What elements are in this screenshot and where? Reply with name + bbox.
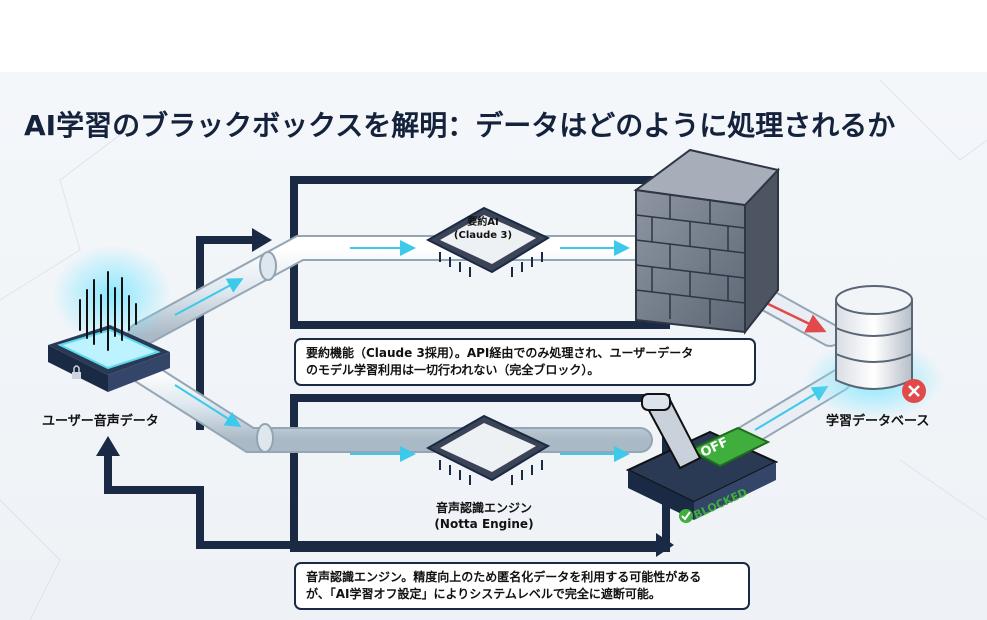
block-x-icon: [902, 379, 926, 403]
database-icon: [804, 285, 944, 420]
top-route-arrow-head: [252, 228, 272, 252]
page-title: AI学習のブラックボックスを解明：データはどのように処理されるか: [24, 109, 896, 142]
bottom-caption-line1: 音声認識エンジン。精度向上のため匿名化データを利用する可能性がある: [306, 570, 702, 584]
firewall-wall: [633, 148, 780, 335]
blocked-flow-arrow: [759, 298, 827, 333]
speech-engine-model: (Notta Engine): [434, 517, 534, 531]
top-caption-line1: 要約機能（Claude 3採用）。API経由でのみ処理され、ユーザーデータ: [306, 346, 694, 360]
user-audio-label: ユーザー音声データ: [42, 414, 159, 429]
bottom-caption: 音声認識エンジン。精度向上のため匿名化データを利用する可能性がある が、「AI学…: [294, 562, 750, 610]
top-caption: 要約機能（Claude 3採用）。API経由でのみ処理され、ユーザーデータ のモ…: [294, 338, 756, 386]
top-route-frame: [196, 236, 258, 430]
database-label: 学習データベース: [826, 414, 930, 429]
background-lines: [0, 79, 987, 620]
speech-engine-name: 音声認識エンジン: [435, 501, 532, 515]
speech-engine-label: 音声認識エンジン (Notta Engine): [404, 500, 564, 532]
summary-ai-name: 要約AI: [467, 217, 499, 228]
summary-ai-label: 要約AI (Claude 3): [448, 216, 518, 242]
top-caption-line2: のモデル学習利用は一切行われない（完全ブロック）。: [306, 363, 600, 377]
lock-icon: [72, 365, 81, 379]
check-circle-icon: [679, 509, 693, 523]
user-audio-device: [48, 245, 172, 392]
summary-ai-chip: [425, 206, 551, 277]
bottom-caption-line2: が、「AI学習オフ設定」によりシステムレベルで完全に遮断可能。: [306, 587, 661, 601]
speech-engine-chip: [425, 414, 551, 485]
off-switch: [625, 393, 779, 523]
bottom-route-arrow-head-up: [96, 436, 120, 456]
soundwave-icon: [79, 271, 137, 351]
summary-ai-model: (Claude 3): [453, 230, 513, 241]
